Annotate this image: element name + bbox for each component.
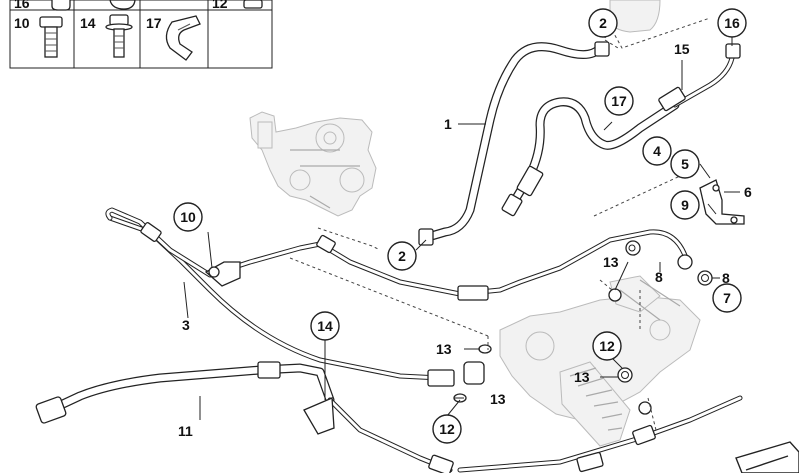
leader-lines bbox=[183, 19, 740, 420]
parts-legend-box: 16 12 10 14 17 bbox=[9, 0, 273, 69]
label-1: 1 bbox=[444, 116, 452, 132]
svg-text:14: 14 bbox=[317, 318, 333, 334]
seal-rings bbox=[453, 270, 713, 415]
legend-number-16: 16 bbox=[14, 0, 30, 11]
callout-17: 17 bbox=[604, 86, 634, 116]
steering-rack-outline bbox=[499, 275, 701, 447]
legend-bolt-head-icon bbox=[51, 0, 71, 11]
svg-text:12: 12 bbox=[439, 421, 455, 437]
svg-text:9: 9 bbox=[681, 197, 689, 213]
callout-10: 10 bbox=[173, 202, 203, 232]
svg-text:2: 2 bbox=[398, 248, 406, 264]
label-3: 3 bbox=[182, 317, 190, 333]
legend-grommet-icon bbox=[109, 0, 136, 10]
label-15: 15 bbox=[674, 41, 690, 57]
callout-7: 7 bbox=[712, 283, 742, 313]
label-11: 11 bbox=[178, 423, 193, 439]
legend-number-14: 14 bbox=[80, 15, 96, 31]
callout-2-top: 2 bbox=[588, 8, 618, 38]
legend-bolt-10-icon bbox=[39, 16, 63, 58]
svg-text:12: 12 bbox=[599, 338, 615, 354]
callout-9: 9 bbox=[670, 190, 700, 220]
legend-number-10: 10 bbox=[14, 15, 30, 31]
legend-ring-icon bbox=[243, 0, 263, 9]
callout-12-right: 12 bbox=[592, 331, 622, 361]
feed-hose-11 bbox=[35, 361, 743, 473]
reservoir-outline bbox=[609, 0, 711, 49]
legend-clip-17-icon bbox=[165, 15, 201, 61]
callout-5: 5 bbox=[670, 149, 700, 179]
svg-text:17: 17 bbox=[611, 93, 627, 109]
return-hose-1 bbox=[418, 42, 605, 246]
callout-14: 14 bbox=[310, 311, 340, 341]
svg-text:2: 2 bbox=[599, 15, 607, 31]
label-6: 6 bbox=[744, 184, 752, 200]
label-13-c: 13 bbox=[490, 391, 506, 407]
legend-number-17: 17 bbox=[146, 15, 162, 31]
legend-number-12: 12 bbox=[212, 0, 228, 11]
mounting-bracket-6 bbox=[699, 179, 745, 225]
label-13-b: 13 bbox=[436, 341, 452, 357]
svg-text:16: 16 bbox=[724, 15, 740, 31]
power-steering-pump-outline bbox=[249, 111, 377, 217]
callout-12-bottom: 12 bbox=[432, 414, 462, 444]
svg-text:5: 5 bbox=[681, 156, 689, 172]
cooler-line-15-17 bbox=[501, 41, 741, 217]
reference-dashed-lines bbox=[289, 39, 681, 431]
corner-arrow-icon bbox=[735, 441, 799, 473]
callout-16: 16 bbox=[717, 8, 747, 38]
svg-text:7: 7 bbox=[723, 290, 731, 306]
pressure-line-3 bbox=[105, 207, 693, 387]
label-8-a: 8 bbox=[655, 269, 663, 285]
callout-2-bottom: 2 bbox=[387, 241, 417, 271]
label-13-a: 13 bbox=[603, 254, 619, 270]
legend-bolt-14-icon bbox=[105, 14, 133, 58]
svg-text:10: 10 bbox=[180, 209, 196, 225]
label-8-b: 8 bbox=[722, 270, 730, 286]
label-13-d: 13 bbox=[574, 369, 590, 385]
callout-4: 4 bbox=[642, 136, 672, 166]
svg-text:4: 4 bbox=[653, 143, 661, 159]
